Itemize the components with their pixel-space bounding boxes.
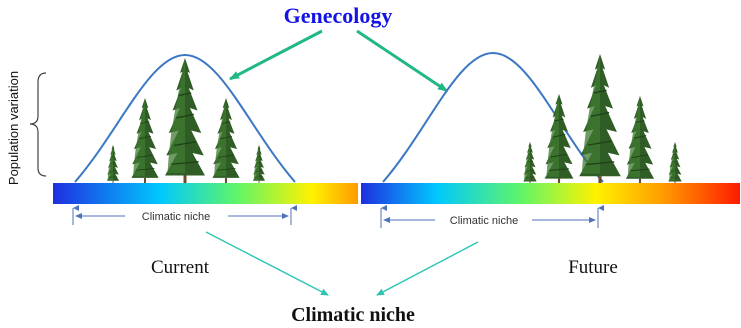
title-arrow-to-current-curve [229, 29, 323, 81]
current-population-curve [74, 53, 296, 183]
pine-tree-icon [544, 93, 574, 185]
current-period-label: Current [151, 257, 210, 278]
future-to-niche-arrow [376, 241, 479, 296]
diagram-title: Genecology [284, 3, 393, 28]
pine-tree-icon [668, 141, 682, 185]
current-panel: Climatic niche Current [53, 53, 358, 278]
pine-tree-icon [625, 95, 655, 185]
pine-tree-icon [211, 97, 241, 184]
future-period-label: Future [568, 257, 618, 278]
future-climate-gradient-bar [361, 183, 740, 204]
pine-tree-icon [164, 57, 206, 184]
future-niche-label: Climatic niche [450, 215, 518, 227]
pine-tree-icon [130, 97, 160, 184]
title-arrow-to-future-curve [356, 29, 448, 93]
future-panel: Climatic niche Future [361, 51, 740, 278]
bottom-title: Climatic niche [291, 304, 415, 326]
pine-tree-icon [523, 141, 537, 185]
pine-tree-icon [252, 144, 266, 184]
current-niche-label: Climatic niche [142, 211, 210, 223]
population-variation-brace [29, 72, 47, 177]
pine-tree-icon [106, 144, 120, 184]
pine-tree-icon [578, 53, 622, 185]
y-axis-label: Population variation [6, 71, 21, 185]
current-to-niche-arrow [205, 231, 329, 296]
current-climate-gradient-bar [53, 183, 358, 204]
